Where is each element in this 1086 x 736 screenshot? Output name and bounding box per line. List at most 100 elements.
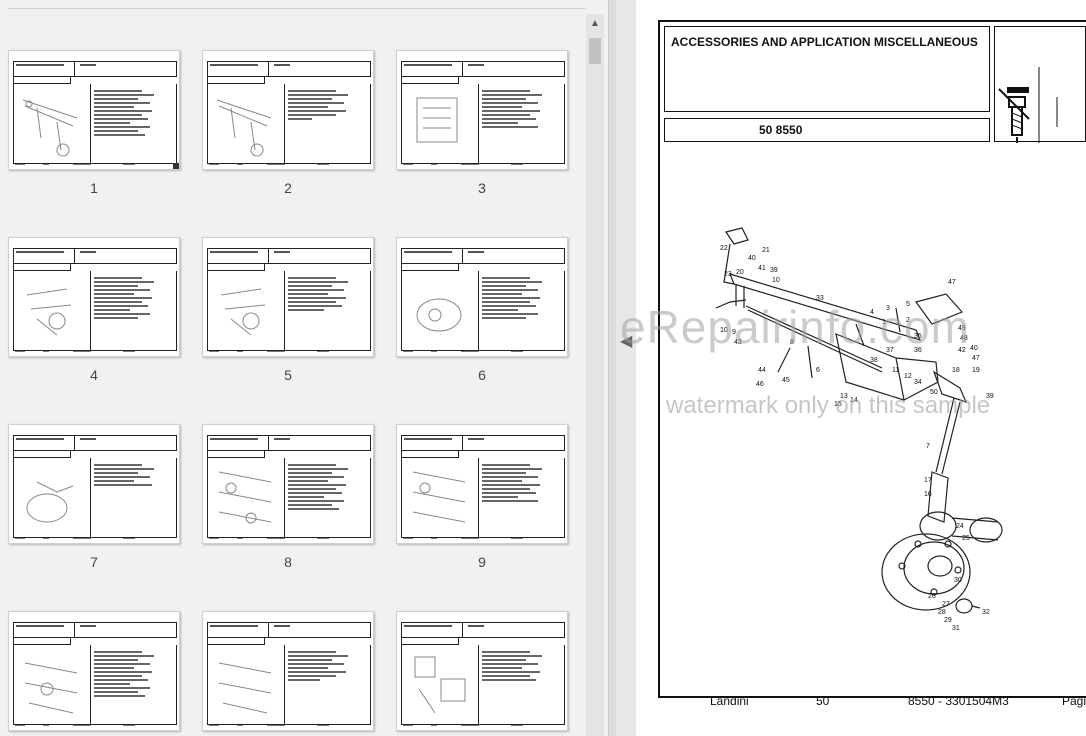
thumbnail-drawing [22, 99, 78, 157]
thumbnail-page [8, 611, 180, 731]
callout-38: 38 [870, 357, 878, 364]
callout-21: 21 [762, 247, 770, 254]
callout-15: 15 [834, 401, 842, 408]
pane-divider-line [8, 8, 586, 9]
callout-45: 45 [782, 377, 790, 384]
callout-34: 34 [914, 379, 922, 386]
thumbnail-scrollbar[interactable]: ▲ [586, 14, 604, 736]
page-thumbnail-10[interactable] [8, 611, 180, 736]
callout-39: 39 [770, 267, 778, 274]
page-thumbnail-1[interactable]: 1 [8, 50, 180, 196]
thumbnail-number: 3 [478, 180, 486, 196]
thumbnail-number: 4 [90, 367, 98, 383]
title-box: ACCESSORIES AND APPLICATION MISCELLANEOU… [664, 26, 990, 112]
thumbnail-page [202, 424, 374, 544]
footer-code: 8550 - 3301504M3 [908, 694, 1009, 708]
callout-27: 27 [942, 601, 950, 608]
chevron-left-icon[interactable]: ◀ [620, 333, 633, 350]
page-footer: Landini 50 8550 - 3301504M3 Pagina [682, 694, 1086, 708]
thumbnail-drawing [416, 298, 462, 332]
callout-8: 8 [790, 339, 794, 346]
page-title: ACCESSORIES AND APPLICATION MISCELLANEOU… [671, 35, 978, 49]
callout-40b: 40 [970, 345, 978, 352]
thumbnail-number: 1 [90, 180, 98, 196]
callout-39b: 39 [986, 393, 994, 400]
callout-47: 47 [948, 279, 956, 286]
callout-44: 44 [758, 367, 766, 374]
callout-5: 5 [906, 301, 910, 308]
thumbnail-number: 2 [284, 180, 292, 196]
thumbnail-drawing [26, 481, 74, 523]
callout-4: 4 [870, 309, 874, 316]
callout-47b: 47 [972, 355, 980, 362]
callout-24: 24 [956, 523, 964, 530]
thumbnail-drawing [416, 97, 458, 143]
exploded-parts-diagram: 22 21 40 23 20 41 39 10 33 4 3 5 47 1 2 … [715, 227, 1003, 632]
page-thumbnail-6[interactable]: 6 [396, 237, 568, 383]
watermark-text: eRepairinfo.com [620, 301, 970, 353]
callout-19: 19 [972, 367, 980, 374]
page-thumbnail-9[interactable]: 9 [396, 424, 568, 570]
document-page: ACCESSORIES AND APPLICATION MISCELLANEOU… [658, 20, 1086, 708]
document-page-view[interactable]: ACCESSORIES AND APPLICATION MISCELLANEOU… [620, 0, 1086, 736]
part-icon-box [994, 26, 1086, 143]
page-thumbnail-3[interactable]: 3 [396, 50, 568, 196]
callout-10b: 10 [720, 327, 728, 334]
chevron-up-icon[interactable]: ▲ [590, 18, 600, 29]
thumbnail-pane[interactable]: 1 2 [0, 0, 608, 736]
callout-14: 14 [850, 397, 858, 404]
callout-9: 9 [732, 329, 736, 336]
page-thumbnail-11[interactable] [202, 611, 374, 736]
footer-brand: Landini [710, 694, 749, 708]
callout-6: 6 [816, 367, 820, 374]
page-thumbnail-5[interactable]: 5 [202, 237, 374, 383]
callout-28: 28 [938, 609, 946, 616]
callout-22: 22 [720, 245, 728, 252]
callout-20: 20 [736, 269, 744, 276]
callout-46: 46 [756, 381, 764, 388]
callout-42: 42 [958, 347, 966, 354]
watermark-subtext: watermark only on this sample [666, 392, 991, 419]
thumbnail-page [202, 237, 374, 357]
callout-49: 49 [958, 325, 966, 332]
page-thumbnail-8[interactable]: 8 [202, 424, 374, 570]
callout-11: 11 [892, 367, 899, 374]
pane-splitter[interactable] [608, 0, 616, 736]
callout-17: 17 [924, 477, 932, 484]
callout-7: 7 [926, 443, 930, 450]
page-thumbnail-7[interactable]: 7 [8, 424, 180, 570]
callout-18: 18 [952, 367, 960, 374]
callout-12: 12 [904, 373, 912, 380]
thumbnail-drawing [24, 662, 78, 714]
page-thumbnail-4[interactable]: 4 [8, 237, 180, 383]
callout-16: 16 [924, 491, 932, 498]
thumbnail-page [396, 237, 568, 357]
thumbnail-number: 6 [478, 367, 486, 383]
thumbnail-drawing [220, 288, 266, 336]
page-thumbnail-2[interactable]: 2 [202, 50, 374, 196]
pin-bolt-icon [998, 67, 1058, 143]
thumbnail-page [396, 424, 568, 544]
thumbnail-drawing [26, 288, 72, 336]
callout-23: 23 [724, 271, 732, 278]
callout-1: 1 [882, 319, 886, 326]
thumbnail-drawing [414, 656, 466, 714]
callout-37: 37 [886, 347, 894, 354]
page-thumbnail-12[interactable] [396, 611, 568, 736]
thumbnail-page [396, 50, 568, 170]
callout-43: 43 [734, 339, 742, 346]
callout-36: 36 [914, 347, 922, 354]
callout-31: 31 [952, 625, 960, 632]
callout-25: 25 [962, 535, 970, 542]
thumbnail-drawing [216, 99, 272, 157]
thumbnail-page [8, 50, 180, 170]
footer-page-label: Pagina [1062, 694, 1086, 708]
thumbnail-drawing [218, 471, 272, 524]
thumbnail-number: 9 [478, 554, 486, 570]
scrollbar-thumb[interactable] [589, 38, 601, 64]
thumbnail-number: 7 [90, 554, 98, 570]
thumbnail-drawing [218, 662, 272, 714]
callout-29: 29 [944, 617, 952, 624]
thumbnail-drawing [412, 471, 466, 523]
callout-41: 41 [758, 265, 766, 272]
